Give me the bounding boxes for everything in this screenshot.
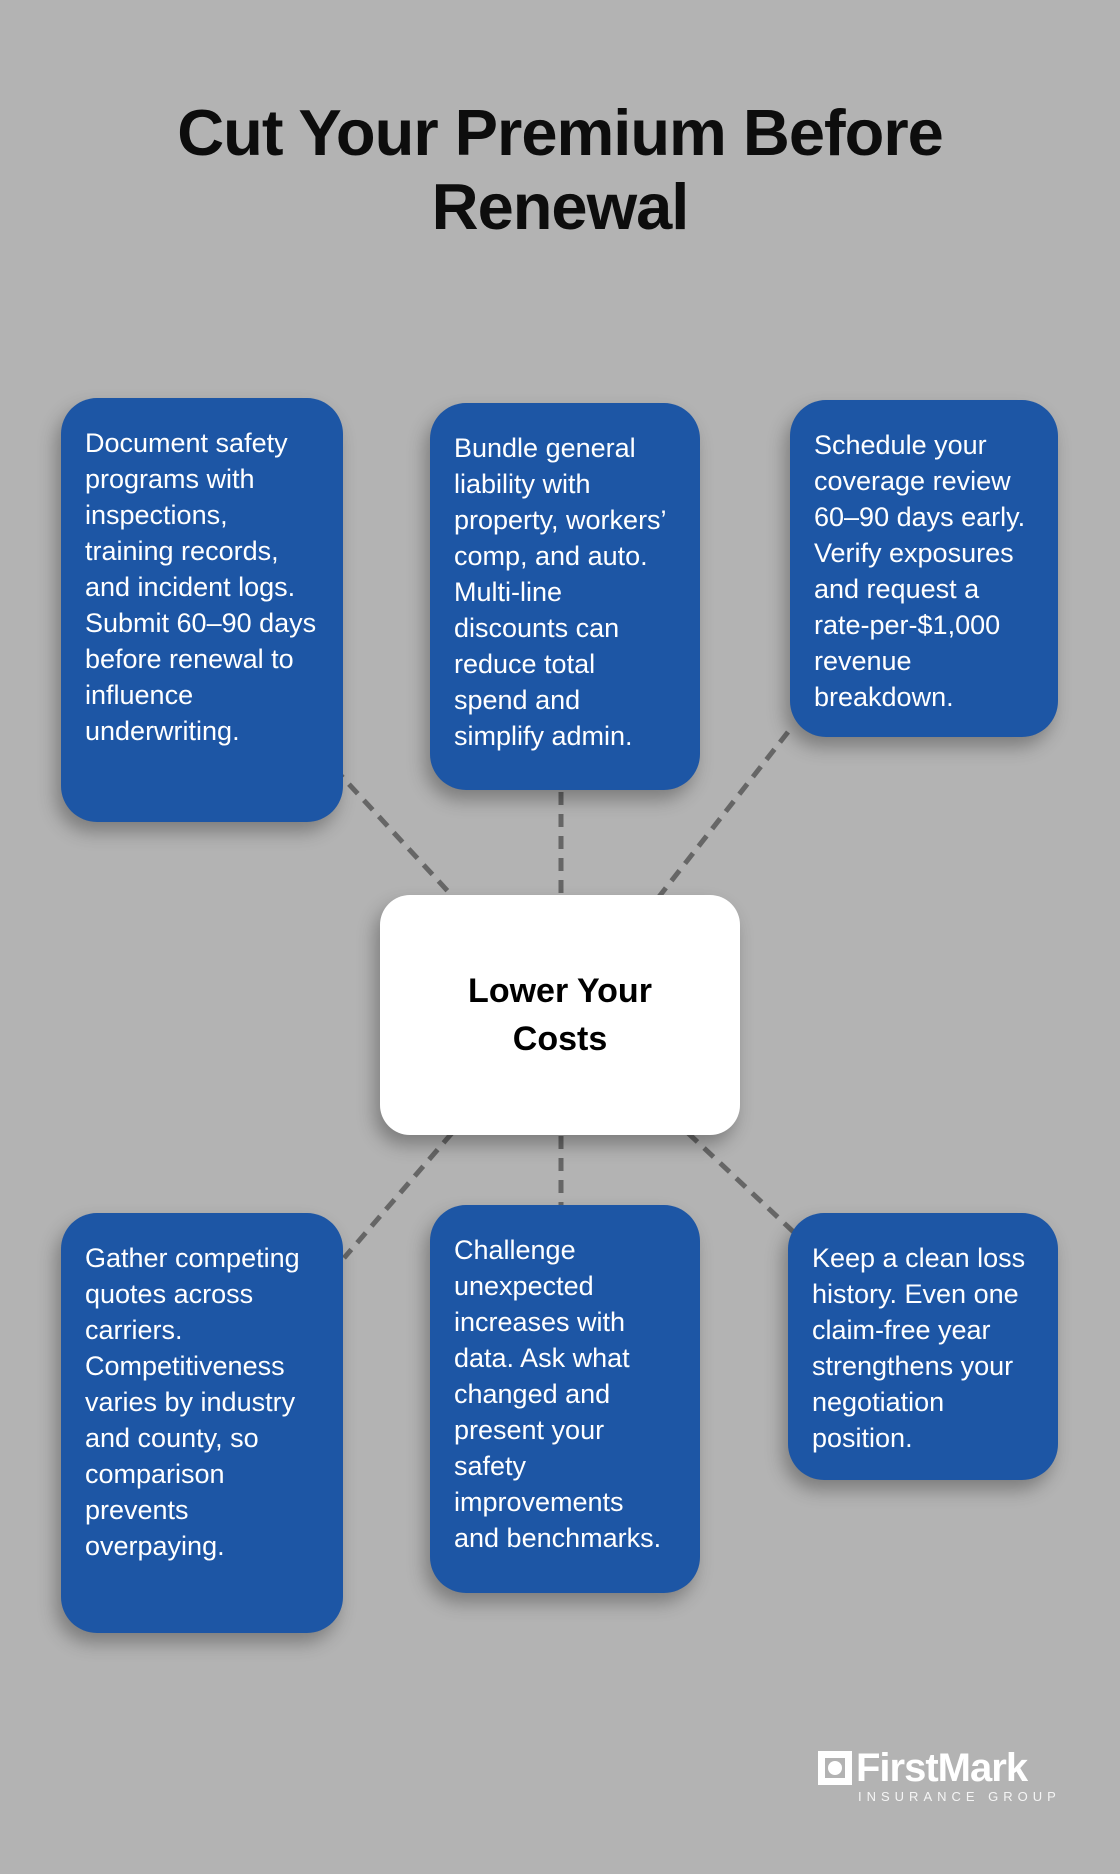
tip-box-bottom-left: Gather competing quotes across carriers.… <box>61 1213 343 1633</box>
tip-text-bottom-right: Keep a clean loss history. Even one clai… <box>812 1243 1026 1453</box>
logo-subtitle: INSURANCE GROUP <box>858 1789 1061 1804</box>
logo-dot-icon <box>828 1761 842 1775</box>
connector-bottom-right <box>686 1131 802 1240</box>
tip-text-bottom-center: Challenge unexpected increases with data… <box>454 1235 662 1553</box>
tip-text-top-left: Document safety programs with inspection… <box>85 428 317 746</box>
firstmark-logo-icon <box>818 1751 852 1785</box>
tip-text-bottom-left: Gather competing quotes across carriers.… <box>85 1243 300 1561</box>
page-title: Cut Your Premium Before Renewal <box>177 96 944 243</box>
logo-name: FirstMark <box>856 1746 1028 1790</box>
logo-text-column: FirstMark INSURANCE GROUP <box>856 1748 1061 1804</box>
center-node: Lower Your Costs <box>380 895 740 1135</box>
tip-text-top-right: Schedule your coverage review 60–90 days… <box>814 430 1026 712</box>
tip-box-top-left: Document safety programs with inspection… <box>61 398 343 822</box>
tip-box-top-right: Schedule your coverage review 60–90 days… <box>790 400 1058 737</box>
tip-box-bottom-right: Keep a clean loss history. Even one clai… <box>788 1213 1058 1480</box>
connector-bottom-left <box>342 1131 454 1260</box>
firstmark-logo: FirstMark INSURANCE GROUP <box>818 1748 1061 1804</box>
tip-box-bottom-center: Challenge unexpected increases with data… <box>430 1205 700 1593</box>
tip-box-top-center: Bundle general liability with property, … <box>430 403 700 790</box>
center-node-label: Lower Your Costs <box>468 972 652 1058</box>
tip-text-top-center: Bundle general liability with property, … <box>454 433 666 751</box>
connector-top-left <box>332 766 458 902</box>
